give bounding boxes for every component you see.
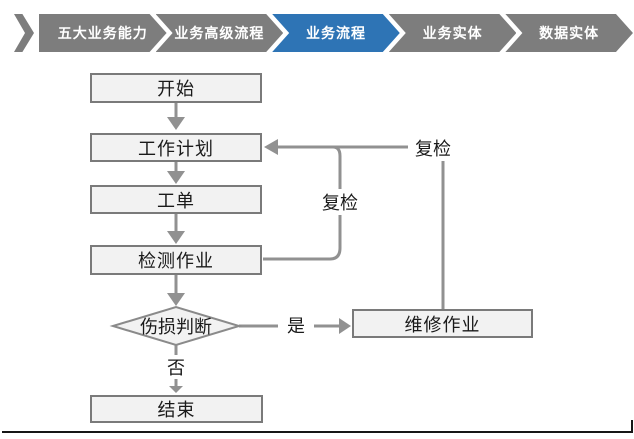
slide-bottom-border xyxy=(2,431,633,433)
arrowhead-recheck-to-plan xyxy=(264,139,278,155)
flow-node-work-order: 工单 xyxy=(90,185,262,214)
edge-label-no: 否 xyxy=(158,355,194,379)
process-breadcrumb: 五大业务能力 业务高级流程 业务流程 业务实体 数据实体 xyxy=(14,14,633,52)
edge-label-recheck-top: 复检 xyxy=(408,135,458,161)
edge-label-recheck-loop: 复检 xyxy=(315,189,365,215)
arrowhead-plan-to-order xyxy=(167,171,185,184)
nav-step-advanced-process[interactable]: 业务高级流程 xyxy=(156,14,284,52)
flow-node-start: 开始 xyxy=(90,73,262,103)
nav-step-five-capabilities[interactable]: 五大业务能力 xyxy=(39,14,167,52)
flow-node-damage-decision-label: 伤损判断 xyxy=(140,317,212,337)
nav-step-data-entity[interactable]: 数据实体 xyxy=(505,14,633,52)
arrowhead-yes-to-repair xyxy=(339,318,351,334)
arrowhead-no-to-end xyxy=(169,386,183,393)
edge-repair-recheck xyxy=(278,145,445,310)
arrowhead-order-to-inspect xyxy=(167,231,185,244)
arrowhead-inspect-to-decision xyxy=(167,293,185,306)
flow-node-work-plan: 工作计划 xyxy=(90,133,262,162)
edge-inspect-recheck xyxy=(263,145,342,261)
nav-step-business-process[interactable]: 业务流程 xyxy=(272,14,400,52)
slide-bottom-border-corner xyxy=(631,420,633,433)
arrowhead-start-to-plan xyxy=(167,117,185,130)
edge-label-yes: 是 xyxy=(278,313,314,337)
flow-node-repair: 维修作业 xyxy=(352,309,533,338)
nav-step-business-entity[interactable]: 业务实体 xyxy=(389,14,517,52)
flow-node-end: 结束 xyxy=(90,395,263,423)
flow-node-damage-decision xyxy=(109,305,243,347)
flow-node-inspection: 检测作业 xyxy=(90,245,262,275)
